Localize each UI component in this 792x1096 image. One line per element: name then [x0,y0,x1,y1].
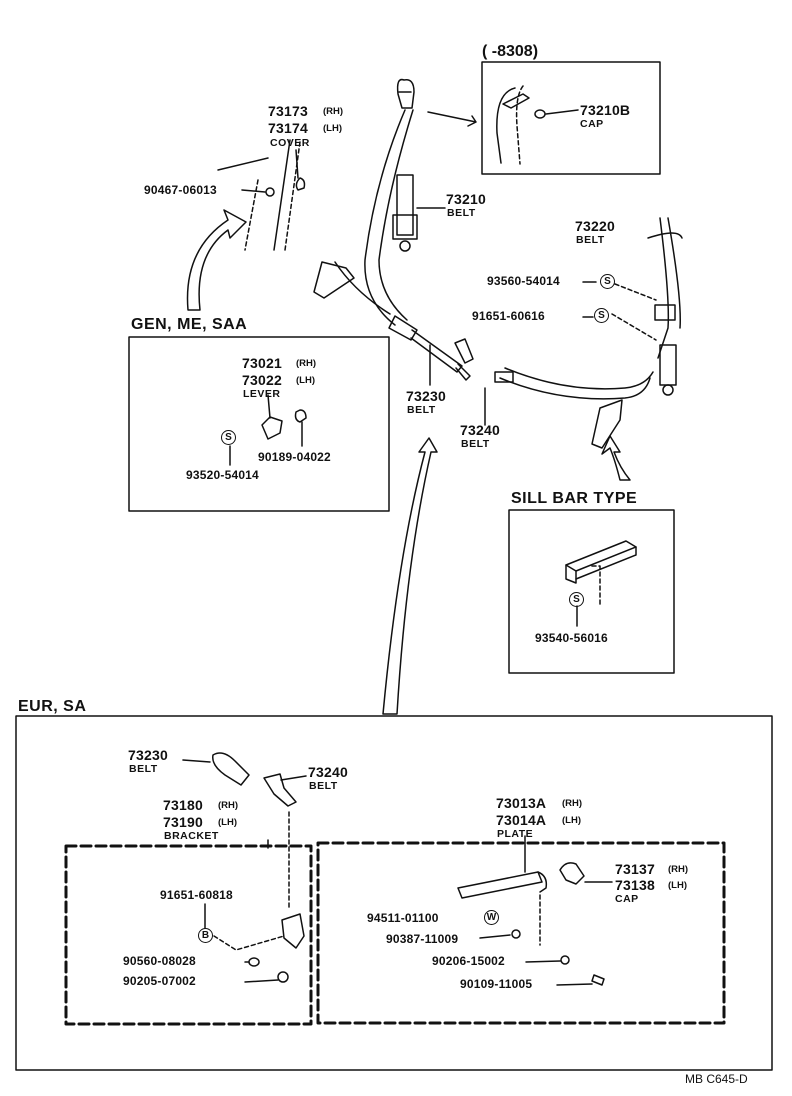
label-73022: 73022 [242,372,282,388]
sill-bar-box [508,509,675,674]
label-90206: 90206-15002 [432,954,505,968]
label-plate: PLATE [497,828,534,840]
label-73180-side: (RH) [218,800,239,811]
label-93560: 93560-54014 [487,274,560,288]
label-73174: 73174 [268,120,308,136]
label-73210: 73210 [446,191,486,207]
label-91651-b: 91651-60818 [160,888,233,902]
section-eur-sa: EUR, SA [18,698,87,715]
label-90109: 90109-11005 [460,977,533,991]
label-73014a: 73014A [496,812,547,828]
label-73190: 73190 [163,814,203,830]
label-73210b: 73210B [580,102,631,118]
label-73013a: 73013A [496,795,547,811]
s-symbol-3: S [221,430,236,445]
label-73013a-side: (RH) [562,798,583,809]
label-belt-3: BELT [407,404,436,416]
label-belt-2: BELT [576,234,605,246]
eur-sa-box [15,715,773,1071]
label-73173-side: (RH) [323,106,344,117]
label-belt-4: BELT [461,438,490,450]
label-cap-2: CAP [615,893,639,905]
label-90387: 90387-11009 [386,932,459,946]
plate-dashed-box [316,841,726,1025]
label-93520: 93520-54014 [186,468,259,482]
label-eur-belt-1: BELT [129,763,158,775]
label-73137: 73137 [615,861,655,877]
label-eur-belt-2: BELT [309,780,338,792]
label-91651-a: 91651-60616 [472,309,545,323]
s-symbol-2: S [594,308,609,323]
label-73220: 73220 [575,218,615,234]
label-73022-side: (LH) [296,375,315,386]
label-eur-73240: 73240 [308,764,348,780]
section-sill-bar-type: SILL BAR TYPE [511,490,638,507]
label-93540: 93540-56016 [535,631,608,645]
label-73014a-side: (LH) [562,815,581,826]
label-73190-side: (LH) [218,817,237,828]
section-gen-me-saa: GEN, ME, SAA [131,316,248,333]
label-73137-side: (RH) [668,864,689,875]
label-73138: 73138 [615,877,655,893]
b-symbol: B [198,928,213,943]
inset-box-top [481,61,661,175]
label-90189: 90189-04022 [258,450,331,464]
label-eur-73230: 73230 [128,747,168,763]
label-73230: 73230 [406,388,446,404]
label-belt-1: BELT [447,207,476,219]
w-symbol: W [484,910,499,925]
label-90205: 90205-07002 [123,974,196,988]
label-94511: 94511-01100 [367,911,439,925]
diagram-code: MB C645-D [685,1072,748,1086]
s-symbol-4: S [569,592,584,607]
label-bracket: BRACKET [164,830,219,842]
gen-me-saa-box [128,336,390,512]
label-lever: LEVER [243,388,281,400]
label-73180: 73180 [163,797,203,813]
s-symbol-1: S [600,274,615,289]
label-cap-1: CAP [580,118,604,130]
label-73174-side: (LH) [323,123,342,134]
label-cover: COVER [270,137,310,149]
label-90560: 90560-08028 [123,954,196,968]
label-73021: 73021 [242,355,282,371]
date-range-note: ( -8308) [482,43,539,60]
bracket-dashed-box [64,844,313,1026]
label-73021-side: (RH) [296,358,317,369]
label-90467: 90467-06013 [144,183,217,197]
label-73240: 73240 [460,422,500,438]
label-73138-side: (LH) [668,880,687,891]
label-73173: 73173 [268,103,308,119]
